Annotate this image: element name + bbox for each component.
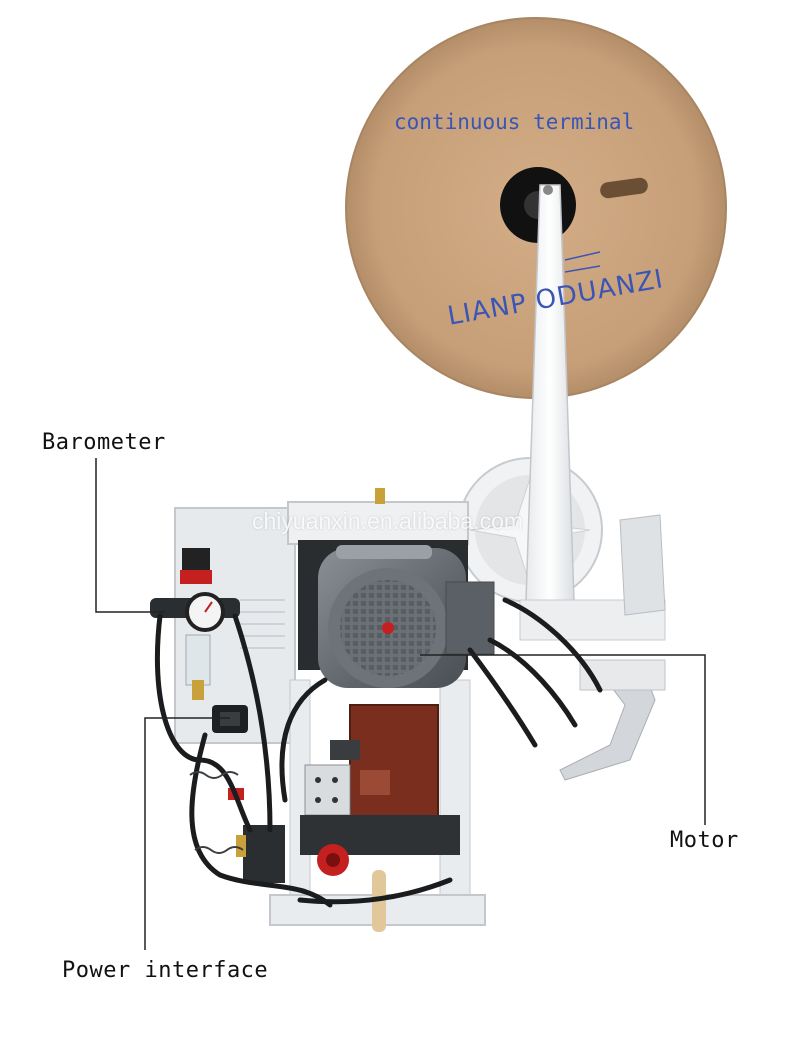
air-filter-regulator — [150, 548, 240, 700]
feed-arm — [519, 184, 666, 781]
power-interface-label: Power interface — [62, 958, 269, 983]
power-socket — [212, 705, 248, 733]
motor-label: Motor — [670, 828, 739, 853]
motor — [318, 545, 495, 688]
barometer-leader-line — [95, 458, 165, 613]
motor-leader-line — [420, 654, 706, 825]
reel-label: continuous terminal — [394, 110, 635, 134]
watermark-text: chiyuanxin.en.alibaba.com — [252, 508, 524, 534]
cables — [154, 597, 603, 908]
cable-spiral — [189, 771, 244, 854]
solenoid-valve — [228, 788, 285, 883]
barometer-label: Barometer — [42, 430, 166, 455]
callout-lines — [95, 458, 706, 950]
power-interface-leader-line — [144, 717, 230, 950]
